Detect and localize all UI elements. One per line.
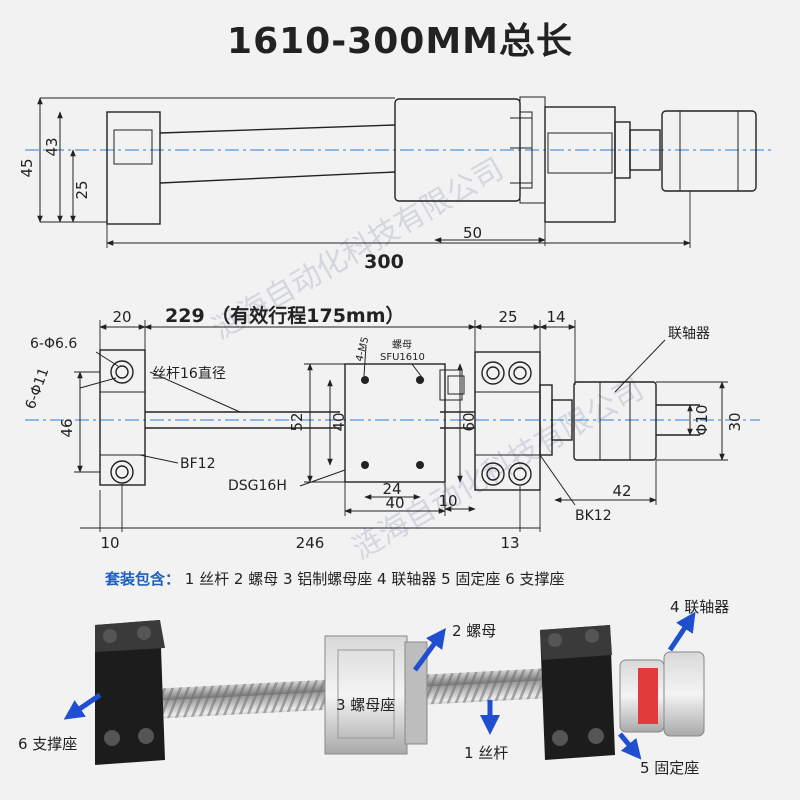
dim-10-right: 10 [438, 492, 457, 510]
bk12-label: BK12 [575, 508, 612, 524]
hole-label-66: 6-Φ6.6 [30, 336, 77, 352]
arrow-coupler [667, 611, 696, 652]
dim-30: 30 [726, 412, 744, 431]
coupler-top [661, 110, 757, 192]
arrow-fixed [618, 732, 642, 760]
dim-10: 10 [100, 534, 119, 552]
photo-label-support: 6 支撑座 [18, 735, 77, 753]
dim-40-vertical: 40 [330, 412, 348, 431]
dim-46: 46 [58, 418, 76, 437]
kit-list: 套装包含： 1 丝杆 2 螺母 3 铝制螺母座 4 联轴器 5 固定座 6 支撑… [104, 570, 565, 588]
dim-13: 13 [500, 534, 519, 552]
nut-model: SFU1610 [380, 352, 425, 363]
photo-label-nut-seat: 3 螺母座 [336, 696, 395, 714]
nut [404, 641, 428, 745]
bolt-hole [508, 462, 532, 486]
photo-label-screw: 1 丝杆 [464, 744, 508, 762]
nut-block-front [344, 363, 446, 483]
bf12-label: BF12 [180, 456, 215, 472]
arrow-nut [412, 627, 446, 672]
hole-label-11: 6-Φ11 [23, 366, 53, 412]
support-block-top [106, 111, 161, 225]
kit-heading: 套装包含： [104, 570, 180, 588]
dim-42: 42 [612, 482, 631, 500]
dim-40-horizontal: 40 [385, 494, 404, 512]
front-view [25, 320, 760, 532]
coupler-label: 联轴器 [668, 326, 710, 342]
dim-phi10: Φ10 [693, 405, 711, 436]
dim-43: 43 [43, 137, 61, 156]
arrow-support [63, 692, 102, 720]
screw-label: 丝杆16直径 [152, 365, 226, 382]
dim-25: 25 [73, 180, 91, 199]
dim-229-stroke: 229 （有效行程175mm） [165, 304, 405, 327]
bolt-hole [508, 361, 532, 385]
nut-label: 螺母 [392, 339, 412, 351]
dim-20: 20 [112, 308, 131, 326]
nut-seat [324, 635, 408, 755]
bolt-hole [110, 360, 134, 384]
m5-label: 4-M5 [354, 336, 371, 363]
photo-label-nut: 2 螺母 [452, 622, 496, 640]
dim-50: 50 [463, 224, 482, 242]
page-title: 1610-300MM总长 [227, 21, 573, 62]
bf12-support [99, 349, 146, 486]
dim-60: 60 [460, 412, 478, 431]
watermark-text: 涟海自动化科技有限公司 [347, 372, 650, 567]
photo-label-fixed: 5 固定座 [640, 759, 699, 777]
bolt-hole [481, 361, 505, 385]
bolt-hole [481, 462, 505, 486]
kit-items: 1 丝杆 2 螺母 3 铝制螺母座 4 联轴器 5 固定座 6 支撑座 [185, 570, 565, 588]
photo-label-coupler: 4 联轴器 [670, 598, 729, 616]
dim-300: 300 [364, 251, 404, 273]
dim-24: 24 [382, 480, 401, 498]
fixed-block-top [544, 106, 616, 223]
bolt-hole [110, 460, 134, 484]
dsg-label: DSG16H [228, 478, 287, 494]
dim-246: 246 [296, 534, 325, 552]
coupler-front [573, 381, 657, 461]
dim-14: 14 [546, 308, 565, 326]
dim-45: 45 [18, 158, 36, 177]
dim-52: 52 [288, 412, 306, 431]
product-photo [63, 611, 705, 765]
top-view [25, 96, 775, 248]
dim-25: 25 [498, 308, 517, 326]
